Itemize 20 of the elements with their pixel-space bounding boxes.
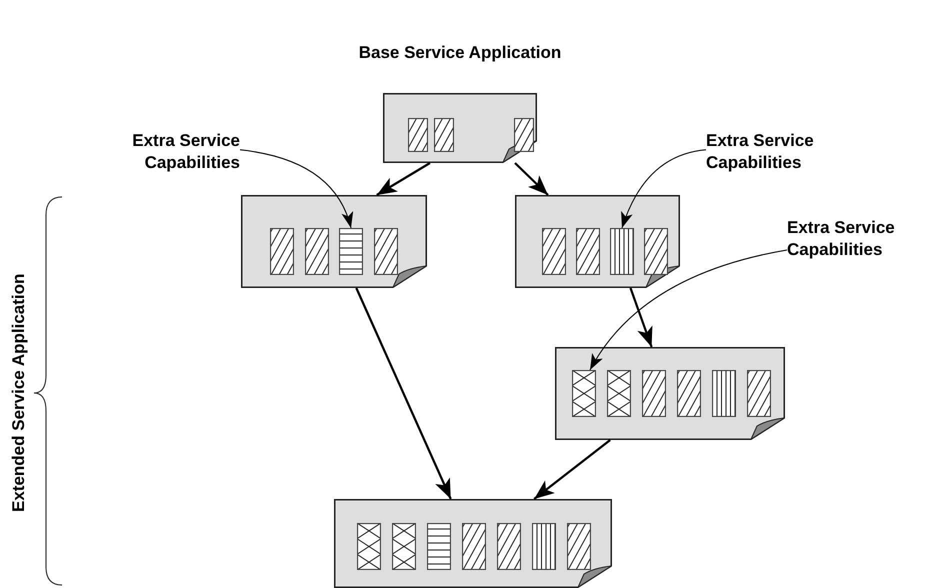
arrow	[629, 288, 653, 348]
leader-line	[240, 149, 352, 228]
leader-line	[590, 250, 788, 370]
arrow	[376, 162, 431, 196]
callout-text: Extra Service Capabilities	[787, 217, 942, 261]
arrow	[355, 288, 452, 500]
leader-line	[622, 149, 706, 228]
document-title: Base Service Application	[358, 42, 562, 64]
document-shape	[515, 195, 680, 288]
bracket-label: Extended Service Application	[8, 272, 29, 514]
hatched-block	[610, 228, 634, 275]
document-shape	[555, 347, 785, 440]
hatched-block	[572, 370, 596, 417]
callout-text: Extra Service Capabilities	[706, 130, 866, 174]
document-shape	[334, 499, 612, 588]
arrow	[514, 162, 549, 196]
callout-text: Extra Service Capabilities	[88, 130, 240, 174]
document-shape	[241, 195, 427, 288]
arrow	[533, 439, 611, 500]
hatched-block	[339, 228, 363, 275]
